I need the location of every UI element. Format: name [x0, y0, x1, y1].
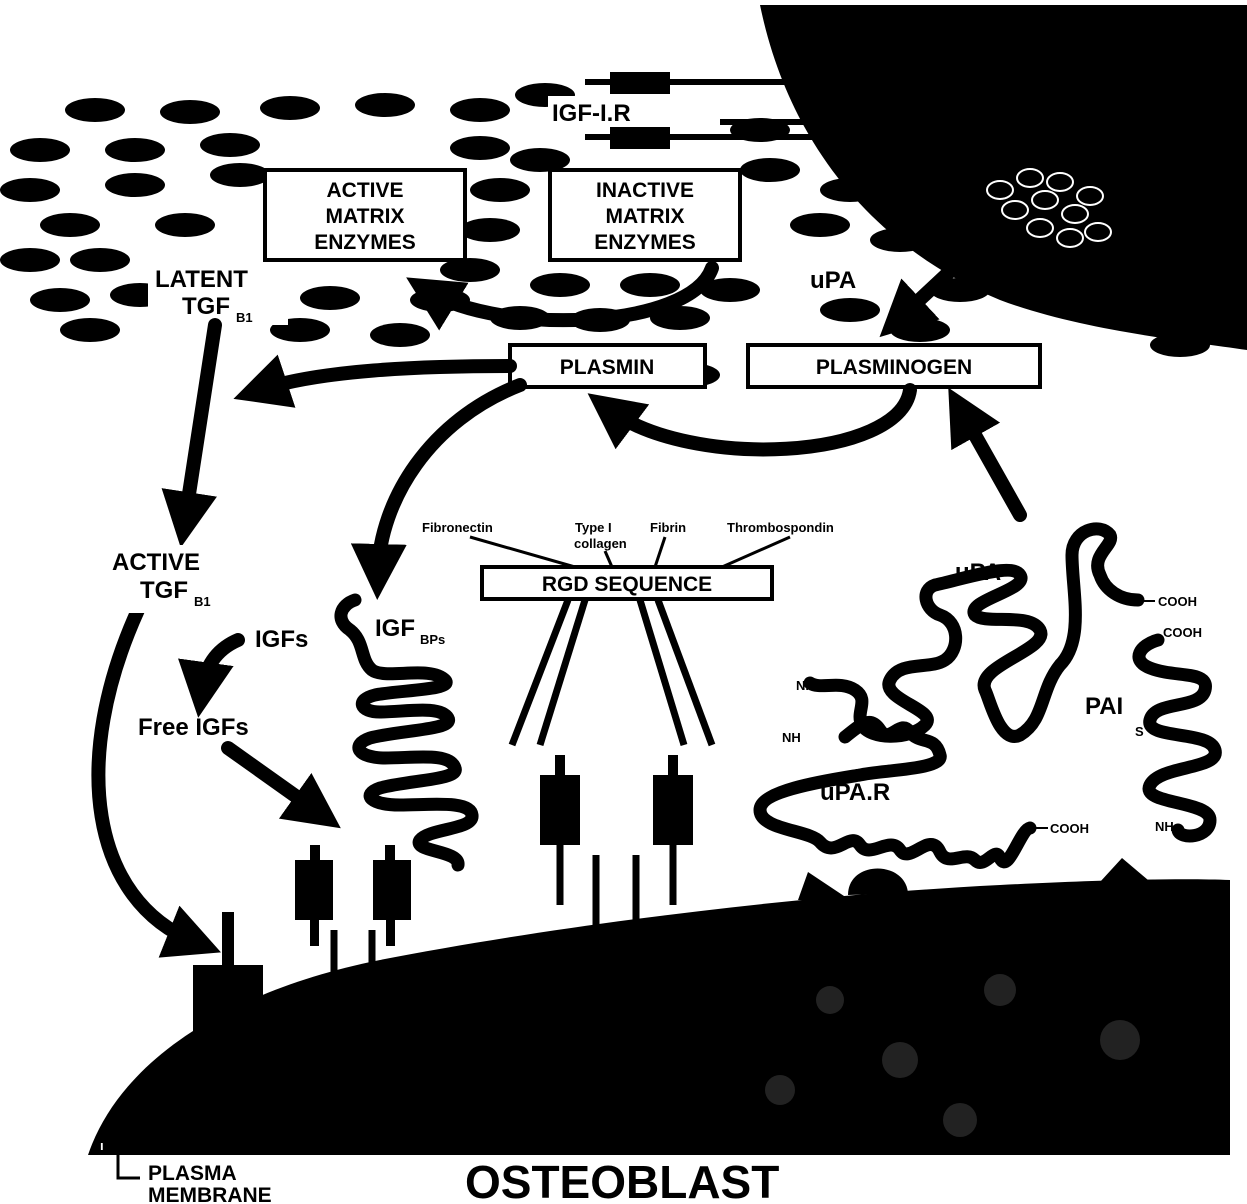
- matrix-particle: [450, 98, 510, 122]
- pai-nh2-label: NH: [1155, 819, 1174, 834]
- fibrin-label: Fibrin: [650, 520, 686, 535]
- matrix-particle: [60, 318, 120, 342]
- matrix-particle: [30, 288, 90, 312]
- membrane-protrusion-right: [1100, 858, 1148, 882]
- upar-nh2-label: NH: [782, 730, 801, 745]
- igfs-label: IGFs: [255, 626, 308, 653]
- upa-top-label: uPA: [810, 267, 856, 294]
- upa-right-label: uPA: [955, 559, 1001, 586]
- pais-label: PAI: [1085, 693, 1123, 720]
- active-enzymes-line-3: ENZYMES: [314, 231, 416, 254]
- fibronectin-label: Fibronectin: [422, 520, 493, 535]
- latent-tgf-name: TGF: [182, 293, 230, 320]
- matrix-particle: [530, 273, 590, 297]
- matrix-particle: [105, 173, 165, 197]
- active-enzymes-line-1: ACTIVE: [326, 179, 403, 202]
- active-tgf-subscript: B1: [194, 594, 211, 609]
- inactive-enzymes-line-3: ENZYMES: [594, 231, 696, 254]
- matrix-particle: [790, 213, 850, 237]
- inactive-enzymes-line-1: INACTIVE: [596, 179, 694, 202]
- matrix-particle: [0, 248, 60, 272]
- igfbps-subscript: BPs: [420, 632, 445, 647]
- active-enzymes-line-2: MATRIX: [326, 205, 405, 228]
- plasma-membrane-label-2: MEMBRANE: [148, 1184, 272, 1204]
- latent-tgf-subscript: B1: [236, 310, 253, 325]
- plasmin-label: PLASMIN: [560, 356, 655, 379]
- upar-anchor: [848, 868, 908, 895]
- igfs-to-free-igfs-arrow: [202, 640, 238, 690]
- upa-to-plasminogen-cleavage-arrow: [962, 412, 1020, 515]
- igfbps-label: IGF: [375, 615, 415, 642]
- pais-subscript: S: [1135, 724, 1144, 739]
- matrix-particle: [470, 178, 530, 202]
- latent-to-active-tgf-arrow: [185, 325, 215, 520]
- matrix-particle: [355, 93, 415, 117]
- type1-collagen-label: Type I: [575, 520, 612, 535]
- plasminogen-label: PLASMINOGEN: [816, 356, 972, 379]
- matrix-particle: [105, 138, 165, 162]
- membrane-protrusion-left: [798, 872, 850, 900]
- upa-cooh-label: COOH: [1158, 594, 1197, 609]
- integrin-receptors: [512, 600, 712, 930]
- upar-label: uPA.R: [820, 779, 890, 806]
- matrix-particle: [450, 136, 510, 160]
- target-cell: [760, 5, 1247, 350]
- matrix-particle: [65, 98, 125, 122]
- latent-tgf-label: LATENT: [155, 266, 248, 293]
- type1-collagen-label-2: collagen: [574, 536, 627, 551]
- matrix-particle: [0, 178, 60, 202]
- matrix-particle: [200, 133, 260, 157]
- matrix-particle: [620, 273, 680, 297]
- pai-coil: [1139, 640, 1215, 836]
- matrix-particle: [460, 218, 520, 242]
- plasma-membrane-label: PLASMA: [148, 1162, 237, 1185]
- active-tgf-label: ACTIVE: [112, 549, 200, 576]
- igf1r-label: IGF-I.R: [552, 100, 631, 127]
- thrombospondin-label: Thrombospondin: [727, 520, 834, 535]
- tgf-receptor: [193, 912, 263, 1055]
- matrix-particle: [370, 323, 430, 347]
- free-igfs-label: Free IGFs: [138, 714, 249, 741]
- matrix-particle: [40, 213, 100, 237]
- matrix-particle: [70, 248, 130, 272]
- rgd-sequence-label: RGD SEQUENCE: [542, 573, 712, 596]
- active-tgf-name: TGF: [140, 577, 188, 604]
- matrix-particle: [155, 213, 215, 237]
- inactive-enzymes-line-2: MATRIX: [606, 205, 685, 228]
- matrix-particle: [300, 286, 360, 310]
- matrix-particle: [740, 158, 800, 182]
- osteoblast-title: OSTEOBLAST: [465, 1156, 779, 1204]
- membrane-pointer: ı: [100, 1138, 104, 1153]
- matrix-particle: [820, 298, 880, 322]
- plasmin-to-latent-tgf-arrow: [260, 366, 510, 390]
- matrix-particle: [160, 100, 220, 124]
- upar-cooh-label: COOH: [1050, 821, 1089, 836]
- matrix-particle: [210, 163, 270, 187]
- active-tgf-to-receptor-arrow: [98, 610, 195, 942]
- free-igfs-to-receptor-arrow: [228, 748, 318, 812]
- upa-nh2-label: NH: [796, 678, 815, 693]
- matrix-particle: [260, 96, 320, 120]
- matrix-particle: [10, 138, 70, 162]
- plasminogen-to-plasmin-arrow: [610, 390, 910, 449]
- rgd-ligand-lines: [470, 537, 790, 567]
- pai-cooh-label: COOH: [1163, 625, 1202, 640]
